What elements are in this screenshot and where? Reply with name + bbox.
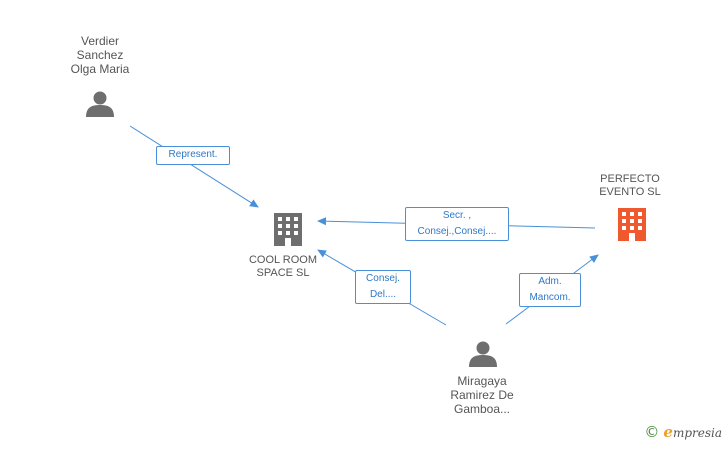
person-icon[interactable] [86, 91, 114, 118]
node-label-coolroom[interactable]: COOL ROOM SPACE SL [248, 254, 318, 279]
person-icon[interactable] [469, 341, 497, 368]
node-label-verdier[interactable]: Verdier Sanchez Olga Maria [70, 34, 130, 76]
brand-logo: empresia [663, 423, 722, 441]
edge-line-represent [129, 125, 259, 208]
edge-label-represent[interactable]: Represent. [156, 146, 230, 165]
node-label-miragaya[interactable]: Miragaya Ramirez De Gamboa... [450, 374, 514, 416]
watermark: © empresia [644, 423, 722, 441]
building-icon-highlighted[interactable] [618, 208, 646, 241]
building-icon[interactable] [274, 213, 302, 246]
copyright-icon: © [644, 423, 660, 441]
node-label-perfecto[interactable]: PERFECTO EVENTO SL [599, 173, 661, 198]
edge-label-secr[interactable]: Secr. , Consej.,Consej.... [405, 207, 509, 241]
edge-label-consej[interactable]: Consej. Del.... [355, 270, 411, 304]
edge-label-adm[interactable]: Adm. Mancom. [519, 273, 581, 307]
